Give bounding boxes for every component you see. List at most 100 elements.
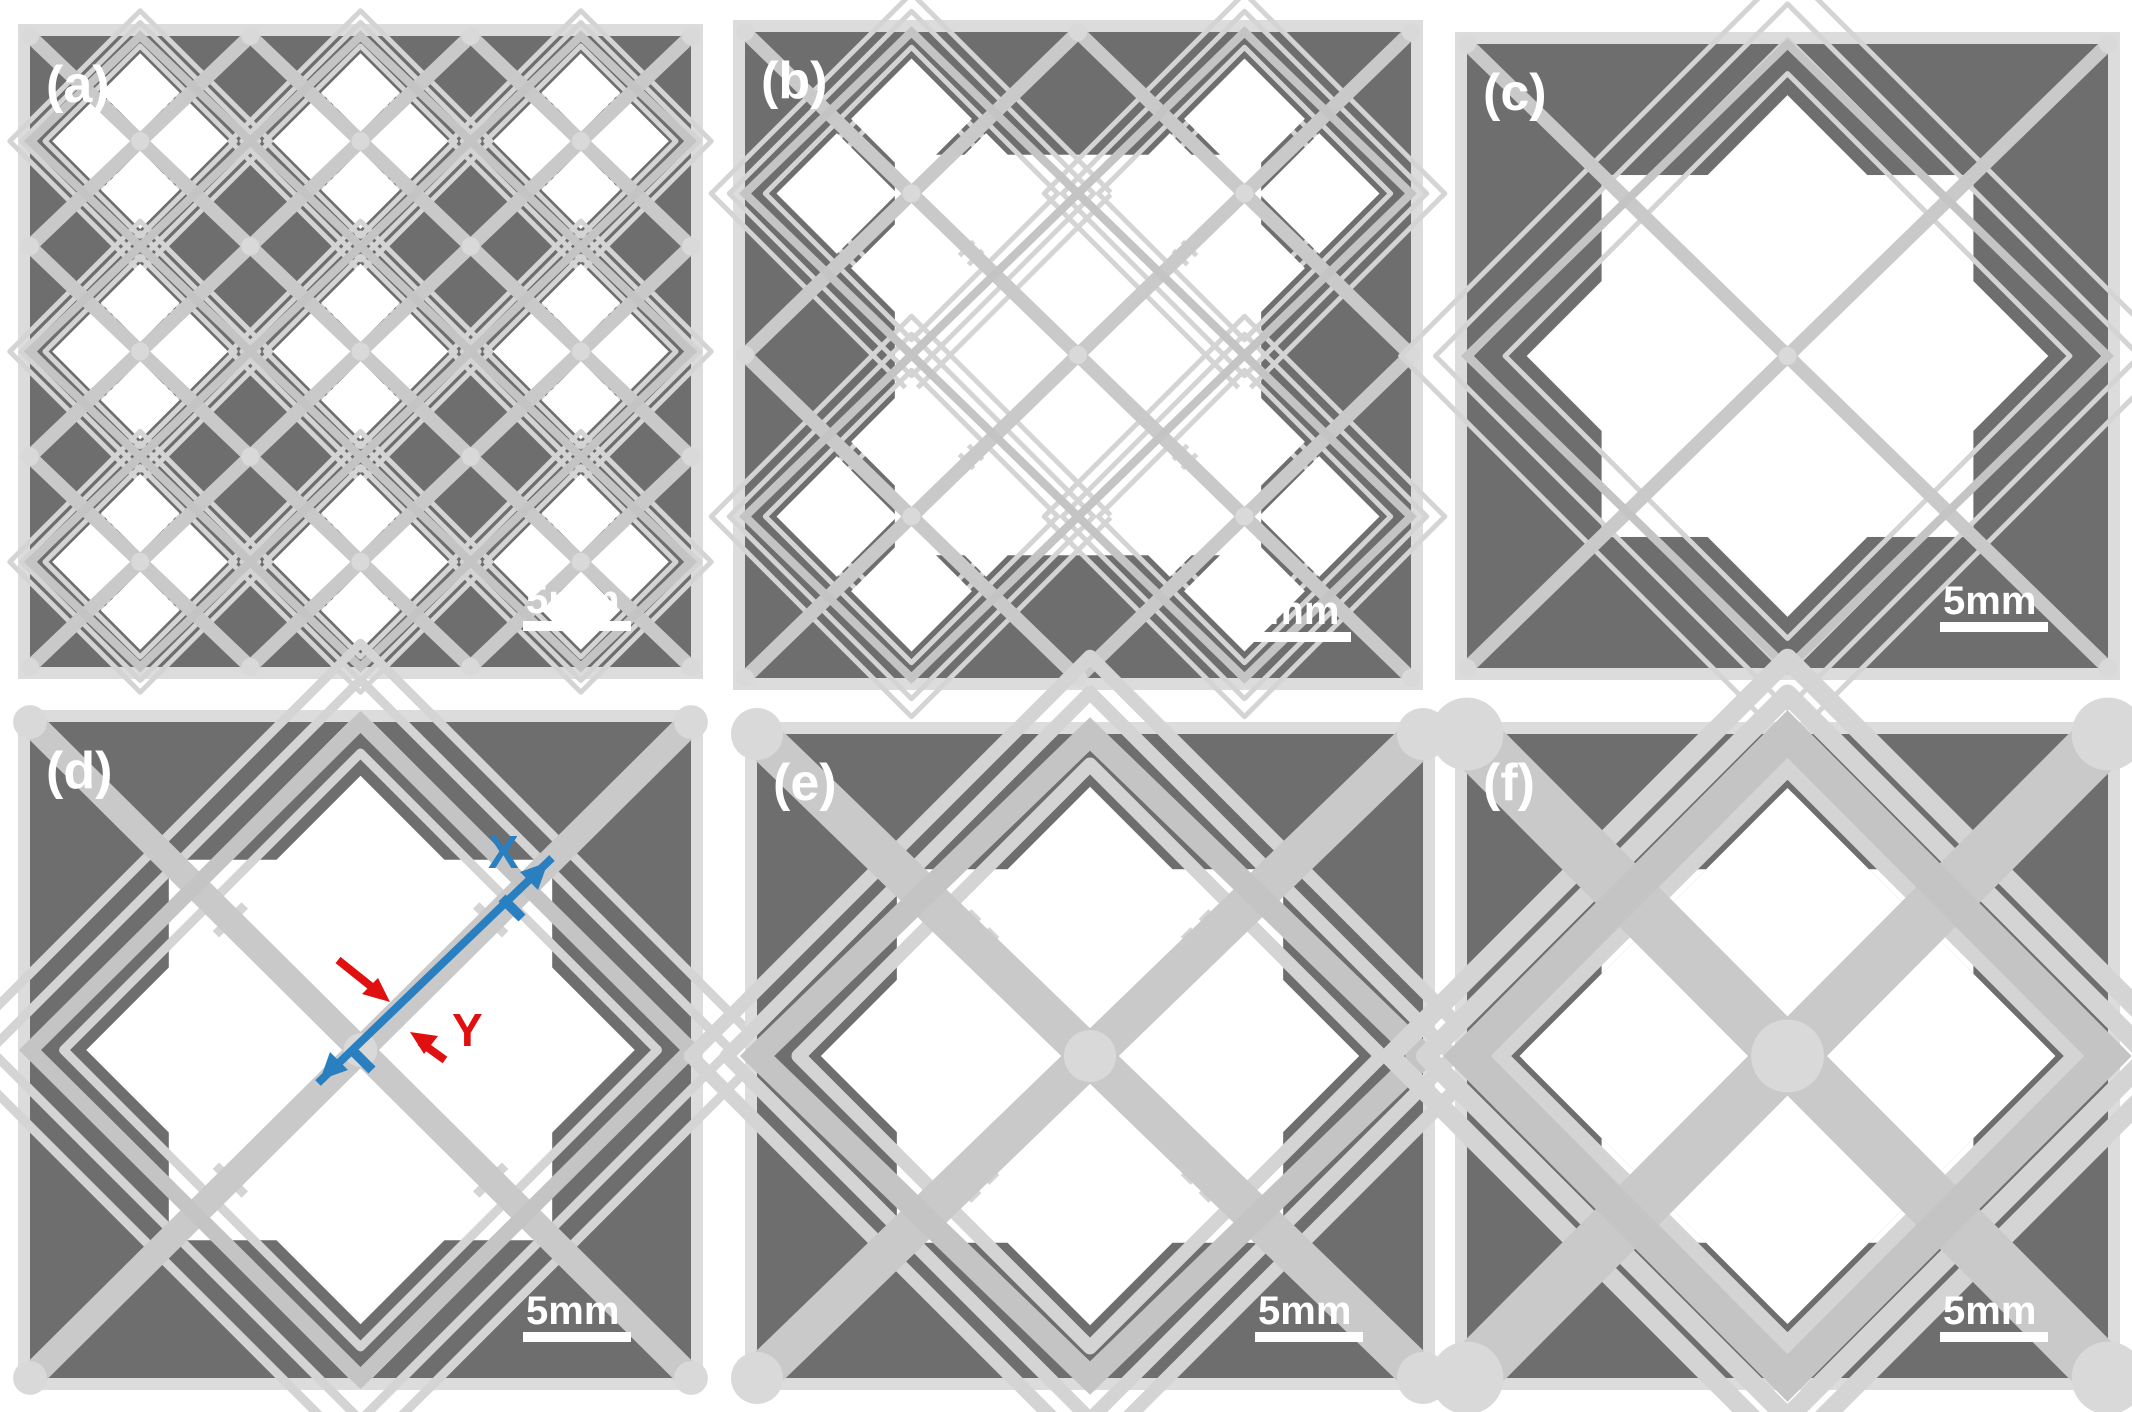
lattice-node	[2071, 1341, 2132, 1412]
scale-label: 5mm	[526, 578, 619, 622]
lattice-node	[1457, 34, 1477, 54]
layer-diamond	[0, 638, 772, 1412]
lattice-node	[13, 1361, 47, 1395]
layer-diamond	[447, 428, 714, 695]
annotation-x: X	[488, 826, 519, 878]
layer-diamond	[483, 464, 679, 660]
inner-hole	[925, 133, 1047, 254]
lattice-node	[1235, 184, 1254, 203]
layer-diamond	[708, 313, 1115, 720]
lattice-node	[20, 657, 40, 677]
panel-c: (c)5mm	[1398, 0, 2132, 746]
layer-diamond	[762, 44, 1061, 343]
inner-hole	[1109, 456, 1231, 577]
inner-hole	[149, 522, 229, 602]
strut	[1071, 349, 1418, 684]
layer-diamond	[1487, 756, 2088, 1356]
lattice-node	[241, 237, 260, 256]
inner-hole	[590, 312, 669, 391]
lattice-node	[1401, 22, 1421, 42]
scale-bar	[523, 621, 631, 631]
inner-hole	[851, 381, 972, 503]
lattice-node	[241, 447, 260, 466]
lattice-node	[1068, 345, 1088, 365]
inner-hole	[541, 150, 621, 230]
layer-diamond	[762, 367, 1061, 666]
inner-hole	[369, 522, 449, 602]
lattice-node	[20, 237, 40, 256]
inner-hole	[100, 571, 180, 650]
measurement-line	[315, 855, 555, 1086]
layer-diamond	[18, 440, 262, 684]
inner-hole	[1526, 239, 1761, 473]
lattice-node	[343, 1033, 378, 1067]
panel-e: (e)5mm	[683, 649, 1497, 1412]
layer-diamond	[59, 748, 662, 1352]
inner-hole	[100, 360, 180, 440]
strut	[18, 711, 703, 1389]
lattice-node	[674, 1361, 708, 1395]
lattice-node	[461, 657, 480, 677]
lattice-node	[735, 668, 755, 688]
scale-bar	[1243, 632, 1351, 642]
lattice-node	[461, 447, 480, 466]
inner-hole	[1184, 207, 1305, 329]
lattice-node	[2071, 697, 2132, 771]
inner-hole	[321, 473, 400, 553]
lattice-node	[1751, 1019, 1824, 1093]
layer-diamond	[1095, 44, 1394, 343]
lattice-node	[902, 507, 921, 526]
annotation-y: Y	[452, 1004, 483, 1056]
lattice-node	[20, 447, 40, 466]
inner-hole	[851, 207, 972, 329]
arrow-head	[410, 1032, 438, 1054]
layer-diamond	[227, 428, 494, 695]
inner-hole	[1814, 239, 2049, 473]
inner-hole	[541, 571, 621, 650]
layer-diamond	[262, 464, 459, 660]
scale-bar	[1940, 622, 2048, 632]
lattice-node	[351, 342, 370, 361]
inner-hole	[321, 263, 400, 343]
inner-hole	[389, 927, 635, 1173]
lattice-node	[20, 26, 40, 46]
layer-diamond	[791, 757, 1389, 1355]
lattice-node	[1068, 22, 1088, 42]
layer-diamond	[1416, 684, 2132, 1412]
layer-diamond	[459, 440, 703, 684]
lattice-node	[1235, 507, 1254, 526]
lattice-node	[681, 657, 701, 677]
inner-hole	[969, 786, 1211, 1028]
inner-hole	[541, 360, 621, 440]
inner-hole	[541, 53, 621, 132]
inner-hole	[541, 263, 621, 343]
lattice-node	[674, 705, 708, 739]
arrow-head	[520, 862, 548, 890]
inner-hole	[1109, 133, 1231, 254]
lattice-node	[1064, 1030, 1116, 1082]
inner-hole	[1667, 1084, 1908, 1324]
lattice-node	[1778, 346, 1797, 366]
panel-label: (c)	[1483, 64, 1547, 122]
panel-label: (e)	[773, 754, 837, 812]
lattice-node	[1401, 668, 1421, 688]
lattice-node	[1430, 697, 1504, 771]
scale-bar	[1255, 1332, 1363, 1342]
panel-a: (a)5mm	[7, 8, 714, 695]
inner-hole	[52, 522, 131, 602]
panel-label: (f)	[1483, 754, 1535, 812]
strut	[23, 450, 257, 673]
inner-hole	[237, 775, 484, 1022]
lattice-node	[241, 26, 260, 46]
inner-hole	[590, 522, 669, 602]
lattice-node	[571, 342, 590, 361]
measurement-tick	[498, 894, 526, 922]
inner-hole	[100, 263, 180, 343]
lattice-node	[131, 552, 150, 571]
lattice-node	[131, 132, 150, 151]
inner-hole	[1258, 133, 1380, 254]
layer-diamond	[1059, 331, 1430, 702]
inner-hole	[321, 53, 400, 132]
inner-hole	[851, 58, 972, 180]
